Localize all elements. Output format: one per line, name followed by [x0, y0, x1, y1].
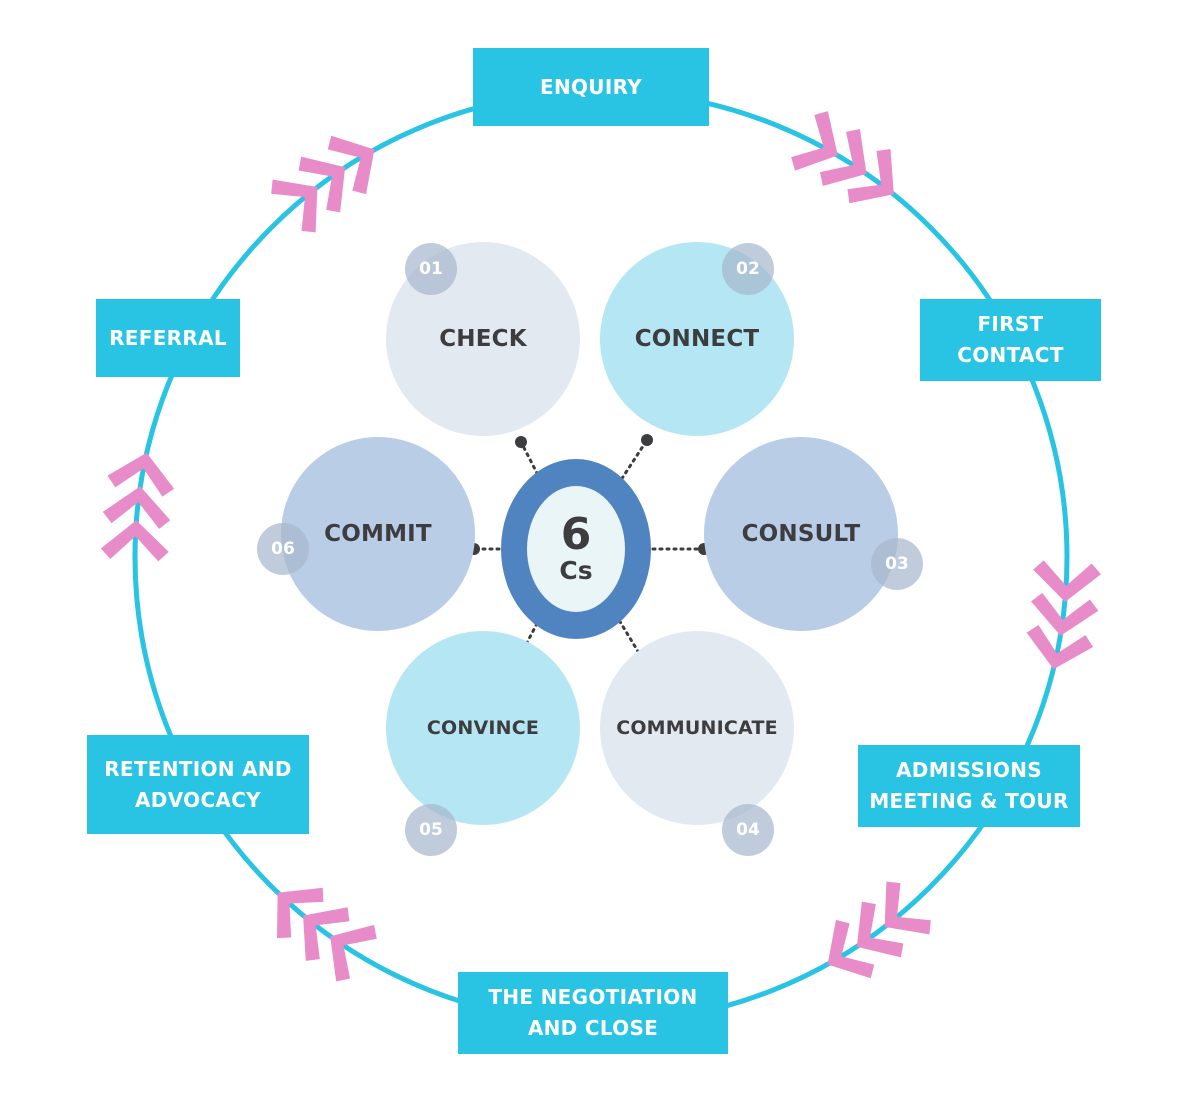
stage-box-first-contact: FIRST CONTACT	[920, 299, 1101, 381]
chevron-arrow-icon	[791, 111, 838, 171]
chevron-arrow-icon	[303, 907, 350, 961]
stage-box-negotiation: THE NEGOTIATION AND CLOSE	[458, 972, 728, 1054]
hub-core: 6 Cs	[527, 486, 625, 612]
badge-01: 01	[405, 243, 457, 295]
c-label-consult: CONSULT	[741, 521, 861, 547]
stage-box-admissions-meeting: ADMISSIONS MEETING & TOUR	[858, 745, 1080, 827]
c-circle-commit: COMMIT	[281, 437, 475, 631]
chevron-arrow-icon	[100, 520, 169, 562]
chevron-arrow-icon	[277, 887, 324, 939]
stage-box-retention: RETENTION AND ADVOCACY	[87, 735, 309, 834]
chevron-arrow-icon	[330, 924, 377, 982]
stage-box-referral: REFERRAL	[96, 299, 240, 377]
badge-06: 06	[257, 523, 309, 575]
chevron-arrow-icon	[819, 128, 867, 187]
chevron-arrow-icon	[102, 486, 171, 529]
c-label-connect: CONNECT	[634, 326, 760, 352]
c-label-convince: CONVINCE	[426, 717, 540, 739]
connector-dot	[515, 436, 527, 448]
chevron-arrow-icon	[884, 881, 931, 935]
chevron-arrow-icon	[847, 149, 894, 204]
badge-04: 04	[722, 804, 774, 856]
c-label-communicate: COMMUNICATE	[616, 717, 778, 739]
chevron-arrow-icon	[107, 452, 175, 497]
c-label-commit: COMMIT	[324, 521, 432, 547]
arrow-groups	[100, 111, 1101, 982]
chevron-arrow-icon	[298, 156, 346, 213]
chevron-arrow-icon	[827, 919, 875, 979]
c-label-check: CHECK	[439, 326, 527, 352]
hub-number: 6	[560, 509, 592, 560]
chevron-arrow-icon	[1033, 560, 1101, 602]
connector-dot	[641, 434, 653, 446]
badge-03: 03	[871, 538, 923, 590]
badge-05: 05	[405, 804, 457, 856]
c-circle-communicate: COMMUNICATE	[600, 631, 794, 825]
chevron-arrow-icon	[856, 901, 904, 958]
chevron-arrow-icon	[1031, 592, 1099, 636]
stage-box-enquiry: ENQUIRY	[473, 48, 709, 126]
chevron-arrow-icon	[327, 135, 375, 195]
hub-subtitle: Cs	[559, 556, 593, 585]
chevron-arrow-icon	[1026, 625, 1094, 670]
chevron-arrow-icon	[271, 179, 318, 233]
c-circle-convince: CONVINCE	[386, 631, 580, 825]
c-circle-consult: CONSULT	[704, 437, 898, 631]
badge-02: 02	[722, 243, 774, 295]
